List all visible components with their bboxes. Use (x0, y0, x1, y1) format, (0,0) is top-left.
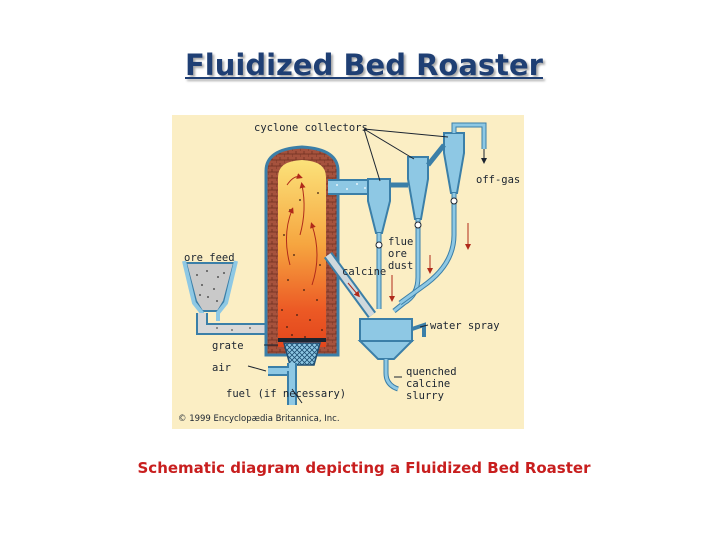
label-dust: dust (388, 260, 413, 272)
roaster-diagram: cyclone collectors off-gas ore feed flue… (172, 115, 524, 429)
label-water-spray: water spray (430, 320, 500, 332)
label-calcine-slurry-1: calcine (406, 378, 450, 390)
leader-lines (247, 128, 487, 404)
label-calcine: calcine (342, 266, 386, 278)
label-air: air (212, 362, 231, 374)
figure-caption: Schematic diagram depicting a Fluidized … (137, 459, 591, 477)
label-flue: flue (388, 236, 413, 248)
label-quenched: quenched (406, 366, 457, 378)
label-ore: ore (388, 248, 407, 260)
label-fuel: fuel (if necessary) (226, 388, 346, 400)
label-slurry: slurry (406, 390, 444, 402)
slide-title: Fluidized Bed Roaster (185, 48, 543, 82)
label-ore-feed: ore feed (184, 252, 235, 264)
copyright-notice: © 1999 Encyclopædia Britannica, Inc. (178, 414, 340, 424)
fluidized-bed (278, 160, 326, 347)
grate (278, 338, 326, 342)
cyclone-1 (367, 178, 391, 309)
label-cyclone-collectors: cyclone collectors (254, 122, 368, 134)
wind-box (283, 342, 321, 366)
flow-arrows (347, 223, 471, 302)
ore-feed-hopper (182, 260, 238, 329)
roaster-schematic: cyclone collectors off-gas ore feed flue… (172, 115, 524, 429)
bed-flow-arrows (286, 173, 318, 286)
label-grate: grate (212, 340, 244, 352)
cyclone-3 (398, 122, 487, 306)
quench-tank (357, 318, 426, 392)
label-off-gas: off-gas (476, 174, 520, 186)
